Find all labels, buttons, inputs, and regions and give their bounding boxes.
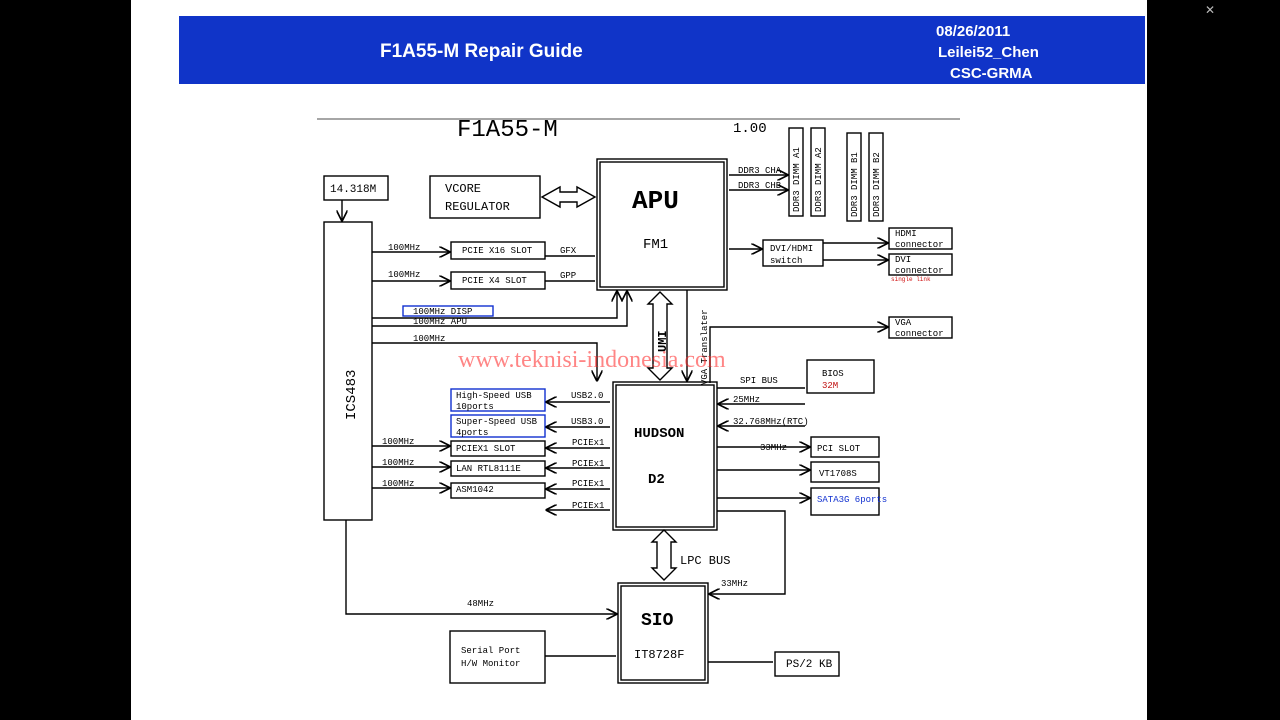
pcie-x16-label: PCIE X16 SLOT [462,246,533,256]
vga-label: VGA [895,318,912,328]
dimm-b2-label: DDR3 DIMM B2 [872,152,882,217]
vcore-label: VCORE [445,182,481,196]
usb2-label: USB2.0 [571,391,603,401]
pciex1-label: PCIEx1 [572,438,604,448]
diagram-title: F1A55-M [457,117,558,144]
pciex1-label: PCIEx1 [572,459,604,469]
close-icon[interactable]: ✕ [1204,3,1216,17]
ddr-chb-label: DDR3 CHB [738,181,782,191]
regulator-label: REGULATOR [445,200,510,214]
hudson-label: HUDSON [634,426,684,442]
vga-translator-label: VGA Translater [700,309,710,385]
sio-sub-label: IT8728F [634,648,684,662]
hdmi-label: HDMI [895,229,917,239]
apu-label: APU [632,186,679,216]
clk-33-sio-label: 33MHz [721,579,748,589]
apu-clock-label: 100MHz APU [413,317,467,327]
watermark-text: www.teknisi-indonesia.com [458,347,726,373]
dvi-switch-label: DVI/HDMI [770,244,813,254]
dvi-sub: connector [895,266,944,276]
pciex1-label: PCIEx1 [572,501,604,511]
hudson-sub: D2 [648,472,665,488]
bios-size: 32M [822,381,838,391]
ps2-label: PS/2 KB [786,659,833,671]
vga-sub: connector [895,329,944,339]
slide [131,0,1147,720]
lpc-bus-label: LPC BUS [680,554,730,568]
asm-label: ASM1042 [456,485,494,495]
serial-port-label: Serial Port [461,646,520,656]
clockgen-label: ICS483 [344,370,360,420]
pci-slot-label: PCI SLOT [817,444,861,454]
gfx-label: GFX [560,246,577,256]
usb-ss-label: Super-Speed USB [456,417,538,427]
ddr-cha-label: DDR3 CHA [738,166,782,176]
usb-hs-sub: 10ports [456,402,494,412]
lan-label: LAN RTL8111E [456,464,521,474]
header-dept: CSC-GRMA [950,65,1033,82]
page-title: F1A55-M Repair Guide [380,41,583,62]
hudson-box [612,381,718,531]
header-date: 08/26/2011 [936,23,1011,40]
sio-label: SIO [641,611,674,631]
usb-ss-sub: 4ports [456,428,488,438]
dimm-a2-label: DDR3 DIMM A2 [814,147,824,212]
pciex1-slot-label: PCIEX1 SLOT [456,444,516,454]
diagram-version: 1.00 [733,121,767,137]
freq-label: 100MHz [382,458,414,468]
pcie-x4-label: PCIE X4 SLOT [462,276,527,286]
clock-label: 14.318M [330,184,376,196]
clk-25-label: 25MHz [733,395,760,405]
clk-rtc-label: 32.768MHz(RTC) [733,417,809,427]
usb-hs-label: High-Speed USB [456,391,532,401]
freq-label: 100MHz [382,437,414,447]
dimm-b1-label: DDR3 DIMM B1 [850,152,860,217]
sata-label: SATA3G 6ports [817,495,887,505]
freq-label: 100MHz [388,243,420,253]
usb3-label: USB3.0 [571,417,603,427]
header-author: Leilei52_Chen [938,44,1039,61]
bios-label: BIOS [822,369,844,379]
disp-clock-label: 100MHz DISP [413,307,472,317]
apu-box [596,158,728,291]
umi-label: UMI [656,330,670,352]
gpp-label: GPP [560,271,576,281]
freq-label: 100MHz [388,270,420,280]
header-banner [179,16,1145,84]
spi-bus-label: SPI BUS [740,376,778,386]
clk-33-label: 33MHz [760,443,787,453]
dimm-a1-label: DDR3 DIMM A1 [792,147,802,212]
sio-box [617,582,709,684]
clockgen-box [323,221,373,521]
vcore-box [429,175,541,219]
freq-label: 100MHz [382,479,414,489]
pciex1-label: PCIEx1 [572,479,604,489]
apu-sub-label: FM1 [643,237,668,253]
single-link-note: single link [891,276,931,283]
hdmi-sub: connector [895,240,944,250]
clk-48-label: 48MHz [467,599,494,609]
dvi-switch-sub: switch [770,256,802,266]
freq-label: 100MHz [413,334,445,344]
dvi-label: DVI [895,255,911,265]
hw-monitor-label: H/W Monitor [461,659,520,669]
clock-crystal-box [323,175,389,201]
vt-label: VT1708S [819,469,857,479]
